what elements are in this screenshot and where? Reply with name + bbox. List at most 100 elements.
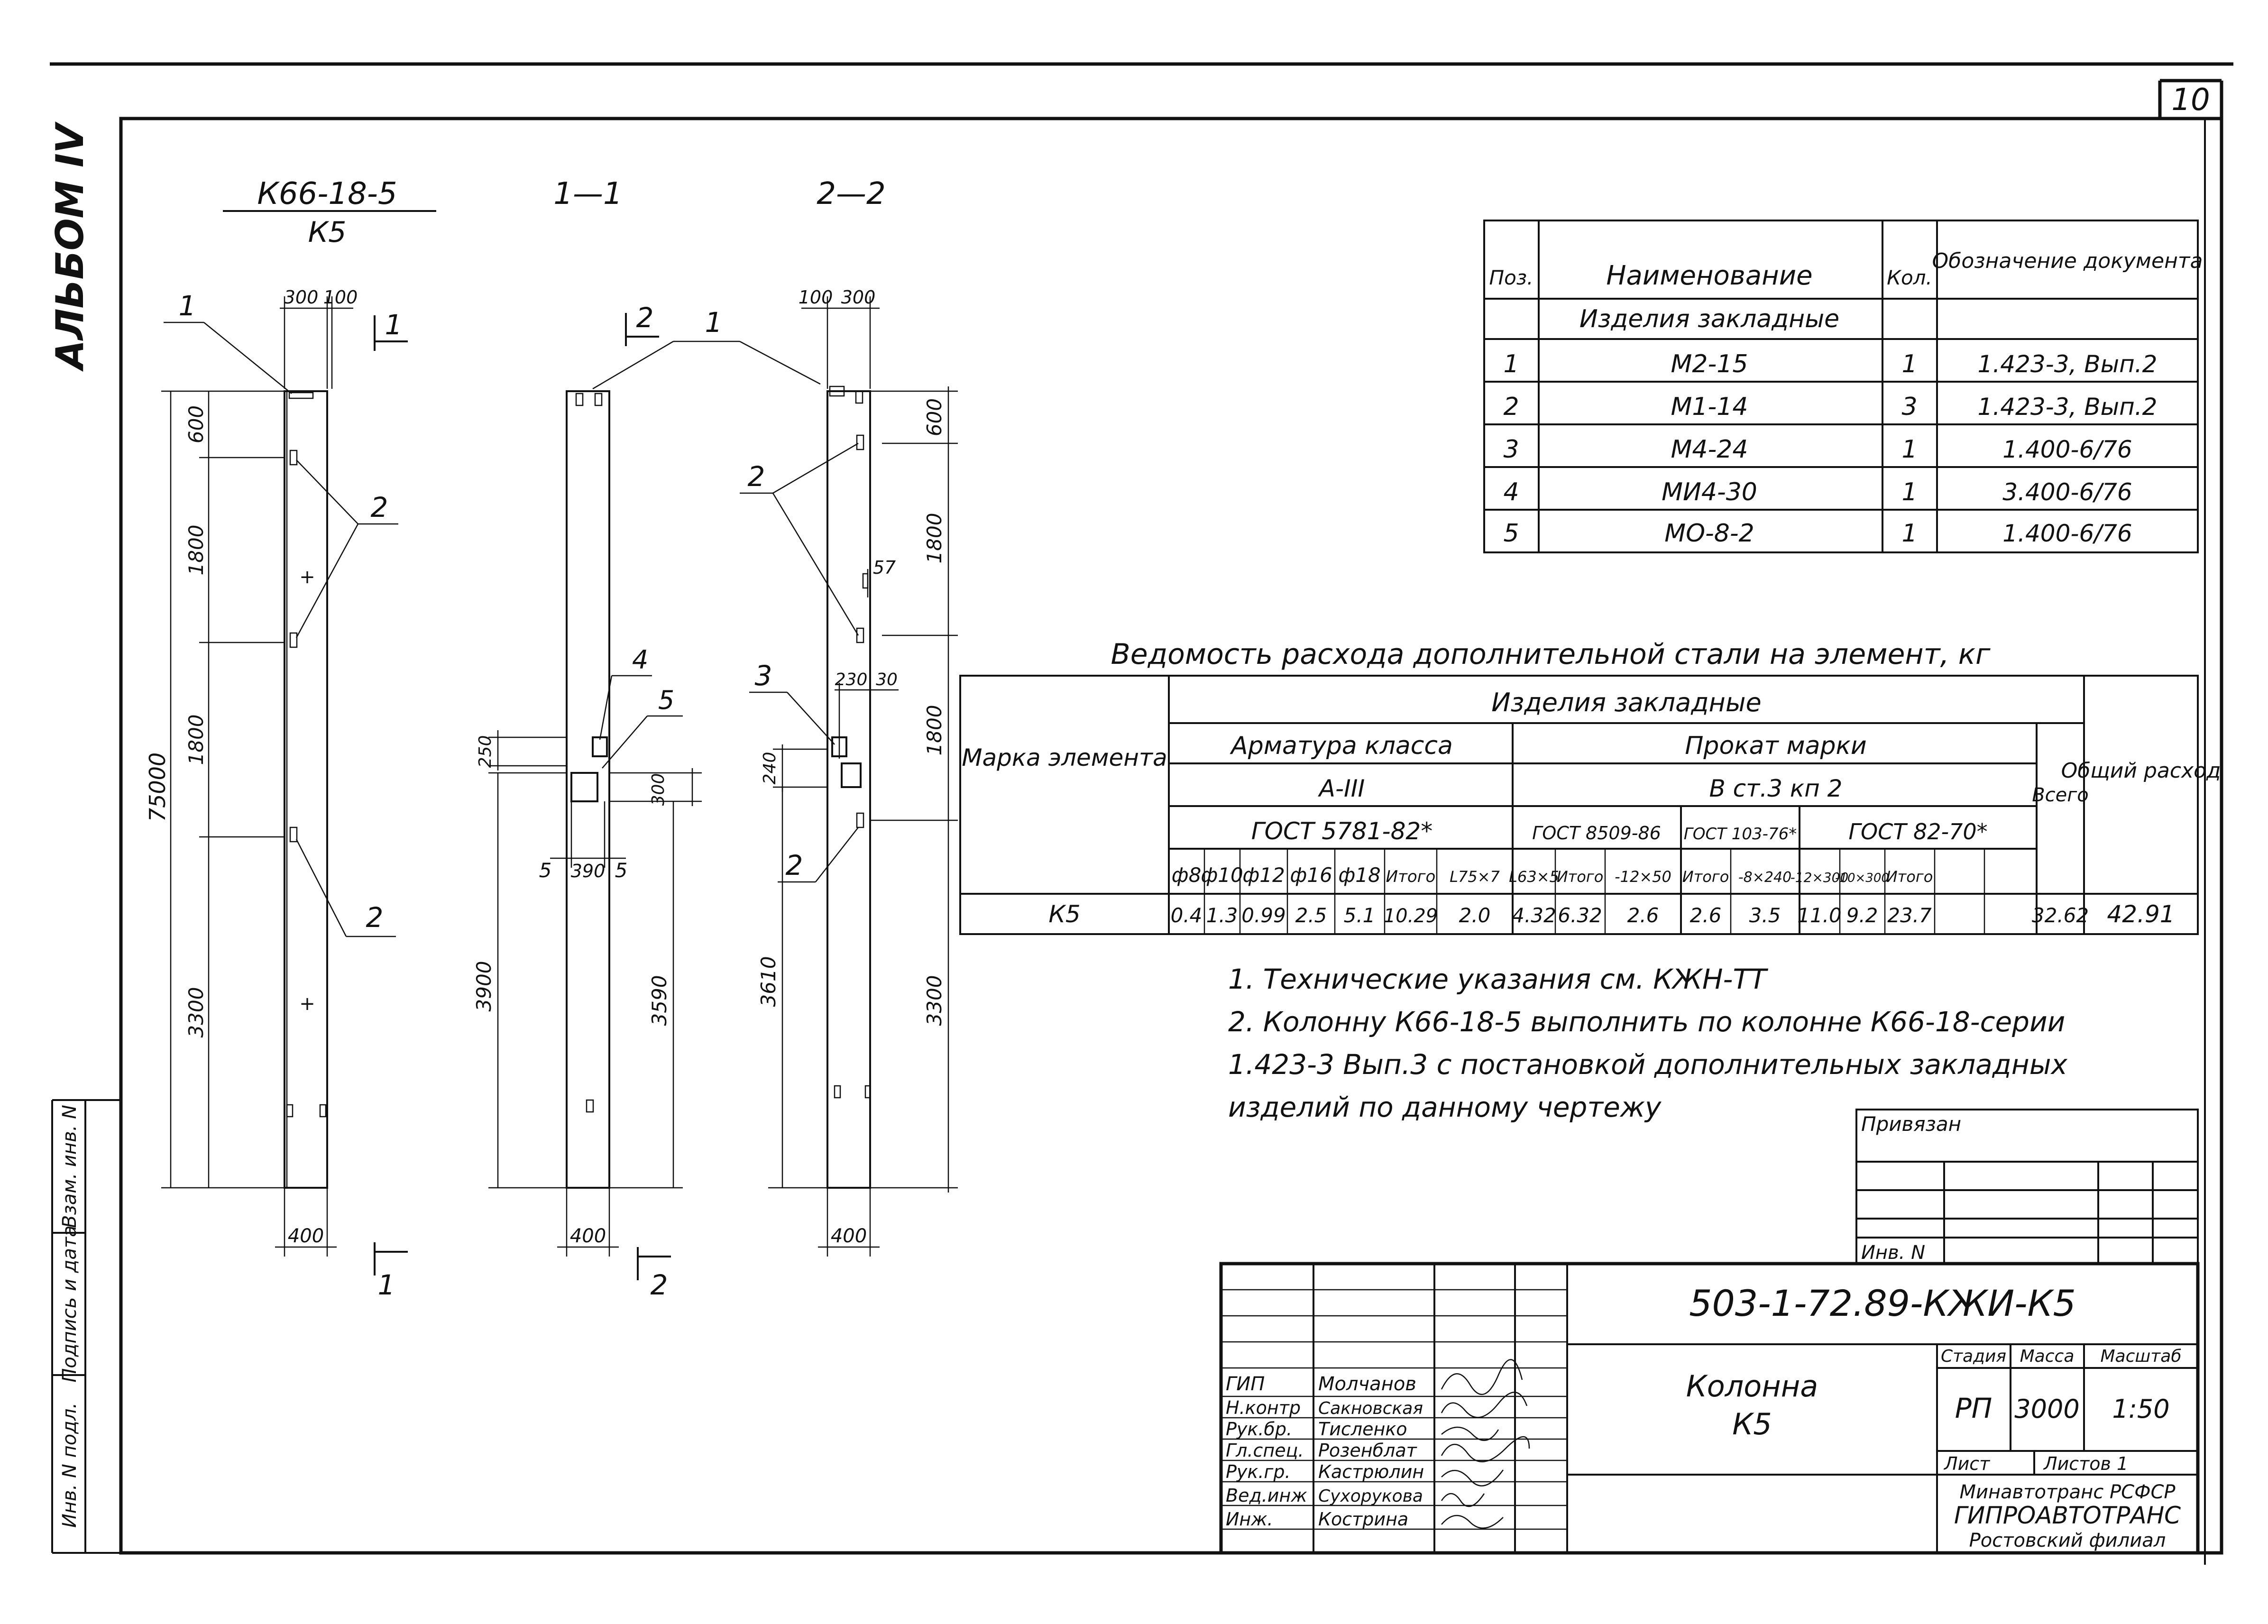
steel-val-13: 9.2	[1846, 904, 1878, 927]
note-1: 1. Технические указания см. КЖН-ТТ	[1228, 963, 1769, 995]
steel-table: Ведомость расхода дополнительной стали н…	[959, 638, 2221, 935]
steel-sub-2: ф12	[1242, 863, 1285, 887]
spec-row-4-qty: 1	[1901, 478, 1917, 506]
steel-total-header: Общий расход	[2061, 759, 2221, 783]
view-section-2-2: 2—2 100 300 600 1800 1800 3300 57 230 30	[740, 176, 958, 1257]
steel-gost-8509: ГОСТ 8509-86	[1532, 823, 1661, 844]
spec-row-3-name: М4-24	[1671, 435, 1748, 464]
steel-group: Изделия закладные	[1491, 688, 1761, 717]
steel-sub-4: ф18	[1338, 863, 1380, 887]
steel-val-2: 0.99	[1241, 904, 1286, 927]
steel-val-14: 23.7	[1887, 904, 1932, 927]
steel-val-12: 11.0	[1797, 904, 1842, 927]
side-stamp-sign: Подпись и дата	[59, 1225, 81, 1382]
callout-2-lower: 2	[366, 901, 384, 934]
steel-prokat: Прокат марки	[1685, 732, 1866, 760]
section-2-dim-1800-b: 1800	[923, 705, 946, 756]
spec-row-5-qty: 1	[1901, 519, 1917, 548]
steel-sub-6: L75×7	[1450, 868, 1500, 886]
dim-top-100: 100	[323, 287, 358, 308]
view-main-section-mark-bottom: 1	[378, 1269, 395, 1301]
steel-sub-9: -12×50	[1615, 868, 1671, 886]
steel-val-6: 2.0	[1459, 904, 1491, 927]
spec-row-1-name: М2-15	[1671, 350, 1748, 378]
album-label: АЛЬБОМ IV	[48, 121, 92, 372]
dim-top-300: 300	[284, 287, 319, 308]
steel-gost-103: ГОСТ 103-76*	[1684, 825, 1797, 844]
title-name-mark: К5	[1732, 1407, 1772, 1441]
callout-1: 1	[179, 290, 196, 322]
steel-val-8: 6.32	[1558, 904, 1602, 927]
steel-val-vsego: 32.62	[2032, 904, 2089, 927]
spec-row-2-qty: 3	[1901, 393, 1917, 421]
steel-row-mark: К5	[1048, 900, 1080, 928]
spec-header-pos: Поз.	[1489, 266, 1533, 289]
person-4-role: Гл.спец.	[1226, 1440, 1304, 1461]
svg-text:+: +	[299, 566, 315, 588]
note-4: изделий по данному чертежу	[1228, 1091, 1662, 1123]
steel-val-1: 1.3	[1206, 904, 1238, 927]
section-2-dim-230: 230	[835, 670, 868, 689]
callout-2-upper: 2	[371, 491, 388, 523]
person-2-role: Н.контр	[1226, 1397, 1301, 1418]
steel-sub-7: L63×5	[1509, 868, 1559, 886]
org-line-3: Ростовский филиал	[1969, 1530, 2166, 1551]
title-block: ГИП Молчанов Н.контр Сакновская Рук.бр. …	[1219, 1262, 2200, 1555]
spec-row-4-pos: 4	[1503, 478, 1519, 506]
section-1-dim-3900: 3900	[472, 961, 496, 1012]
steel-val-9: 2.6	[1627, 904, 1659, 927]
section-1-outline	[566, 390, 610, 1189]
view-main-subtitle: К5	[308, 216, 347, 249]
spec-header-name: Наименование	[1606, 260, 1812, 291]
title-name: Колонна	[1686, 1369, 1818, 1404]
section-2-outline	[826, 390, 871, 1189]
section-1-callout-5: 5	[658, 685, 674, 715]
section-2-dim-30: 30	[876, 670, 898, 689]
person-5-name: Кастрюлин	[1318, 1461, 1424, 1482]
view-section-1-1: 1—1 2 2 1 4 5 250 3900	[472, 176, 821, 1301]
spec-row-1-pos: 1	[1503, 350, 1519, 378]
sheet-frame: 10 АЛЬБОМ IV	[48, 62, 2233, 1565]
dim-600: 600	[184, 405, 208, 443]
side-stamp: Инв. N подл. Подпись и дата Взам. инв. N	[51, 1099, 121, 1554]
side-stamp-inv: Инв. N подл.	[59, 1403, 81, 1528]
steel-sub-12: -12×300	[1791, 870, 1849, 885]
steel-table-title: Ведомость расхода дополнительной стали н…	[1111, 638, 1991, 671]
side-stamp-vzam: Взам. инв. N	[59, 1105, 81, 1228]
dim-1800-b: 1800	[184, 715, 208, 765]
sheet-label: Лист	[1943, 1453, 1991, 1474]
stage-label: Стадия	[1941, 1347, 2006, 1366]
stage-value: РП	[1955, 1392, 1993, 1424]
steel-gost-82: ГОСТ 82-70*	[1848, 819, 1987, 844]
spec-row-3-qty: 1	[1901, 435, 1917, 464]
spec-row-5-doc: 1.400-6/76	[2002, 520, 2132, 547]
spec-row-5-pos: 5	[1503, 519, 1519, 548]
person-6-role: Вед.инж	[1226, 1485, 1307, 1506]
section-2-callout-2-lower: 2	[786, 849, 803, 881]
steel-sub-1: ф10	[1201, 863, 1243, 887]
dim-bottom-400: 400	[288, 1225, 324, 1247]
steel-val-7: 4.32	[1512, 904, 1556, 927]
section-2-title: 2—2	[817, 176, 885, 211]
view-main-title: К66-18-5	[257, 176, 397, 211]
section-1-dim-300: 300	[649, 773, 668, 806]
steel-armatura-gost: ГОСТ 5781-82*	[1251, 817, 1432, 845]
person-1-name: Молчанов	[1318, 1373, 1416, 1395]
spec-group: Изделия закладные	[1579, 305, 1839, 333]
spec-header-doc: Обозначение документа	[1932, 249, 2203, 273]
page-number: 10	[2171, 83, 2210, 118]
steel-armatura-class: А-III	[1318, 775, 1365, 802]
steel-sub-10: Итого	[1682, 868, 1729, 886]
person-4-name: Розенблат	[1318, 1440, 1418, 1461]
steel-sub-5: Итого	[1386, 867, 1436, 886]
spec-row-2-pos: 2	[1503, 393, 1519, 421]
steel-col-mark: Марка элемента	[962, 744, 1167, 771]
section-1-callout-4: 4	[632, 645, 648, 675]
privyazan-block: Привязан Инв. N	[1855, 1109, 2199, 1265]
section-2-callout-3: 3	[755, 660, 772, 692]
section-2-dim-3300: 3300	[923, 975, 946, 1026]
spec-row-2-doc: 1.423-3, Вып.2	[1978, 393, 2158, 421]
steel-sub-13: -10×300	[1835, 871, 1889, 885]
spec-table: Поз. Наименование Кол. Обозначение докум…	[1483, 220, 2203, 553]
